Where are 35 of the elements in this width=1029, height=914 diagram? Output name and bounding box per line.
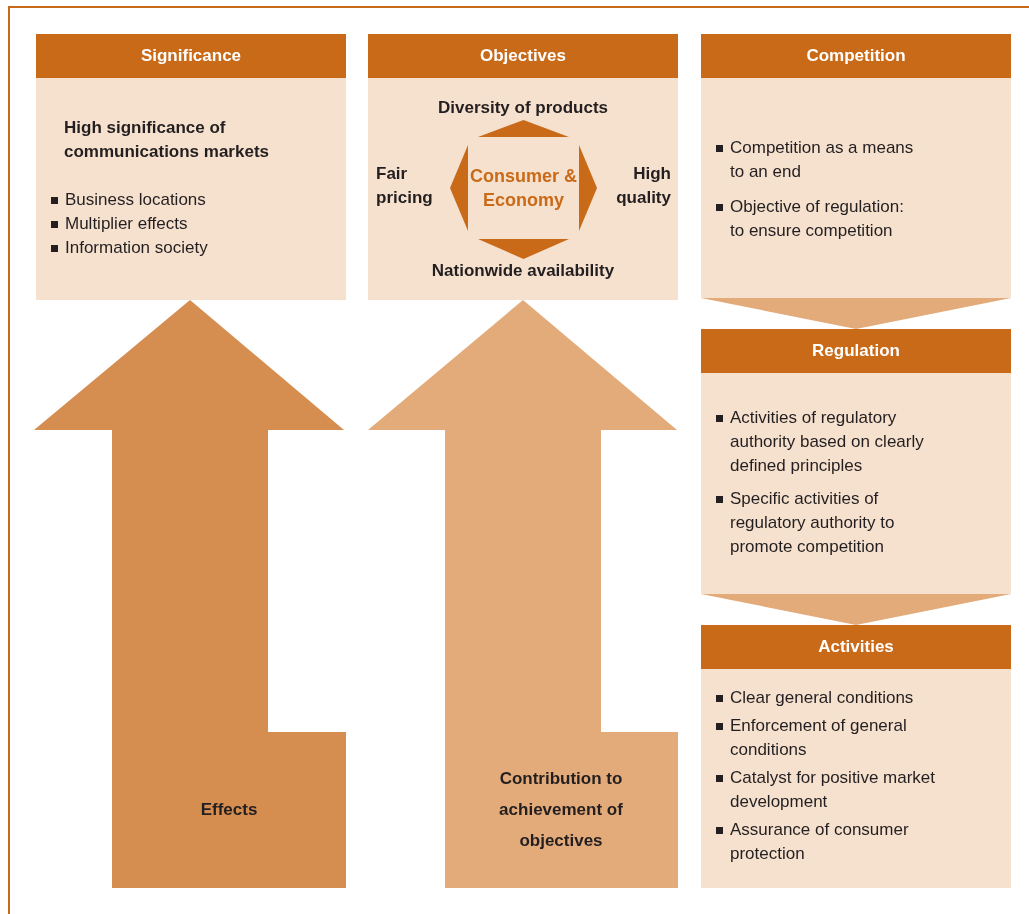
bullet-item: Specific activities of regulatory authority to promote competition xyxy=(715,487,937,559)
panel-title: Objectives xyxy=(480,46,566,66)
bullet-item: Objective of regulation: to ensure competition xyxy=(715,195,917,243)
arrow xyxy=(450,145,468,231)
arrow xyxy=(701,594,1011,625)
objective-label: High quality xyxy=(597,162,671,212)
panel-title: Activities xyxy=(818,637,894,657)
objective-label: Diversity of products xyxy=(398,96,648,120)
edge-label: Effects xyxy=(199,799,259,821)
objective-label: Fair pricing xyxy=(376,162,450,212)
objective-label: Nationwide availability xyxy=(388,259,658,283)
bullet-item: Catalyst for positive market development xyxy=(715,766,947,814)
bullet-item: Activities of regulatory authority based on clearly defined principles xyxy=(715,406,937,478)
edge-label: Contribution to achievement of objectives xyxy=(498,768,624,852)
bullet-item: Assurance of consumer protection xyxy=(715,818,947,866)
arrow xyxy=(478,239,569,259)
center-label: Consumer & Economy xyxy=(469,165,578,212)
bullet-item: Competition as a means to an end xyxy=(715,136,917,184)
panel xyxy=(368,34,678,300)
arrow xyxy=(478,120,569,137)
panel-title: Significance xyxy=(140,46,242,66)
bullet-item: Information society xyxy=(50,236,332,260)
subheading: High significance of communications markets xyxy=(63,117,270,163)
arrow xyxy=(701,298,1011,329)
panel xyxy=(701,34,1011,298)
panel-title: Competition xyxy=(806,46,906,66)
bullet-item: Clear general conditions xyxy=(715,686,947,710)
arrow xyxy=(579,145,597,231)
panel xyxy=(701,329,1011,594)
bullet-item: Business locations xyxy=(50,188,332,212)
panel xyxy=(36,34,346,300)
panel-title: Regulation xyxy=(812,341,900,361)
bullet-item: Multiplier effects xyxy=(50,212,332,236)
panel xyxy=(701,625,1011,888)
bullet-item: Enforcement of general conditions xyxy=(715,714,947,762)
